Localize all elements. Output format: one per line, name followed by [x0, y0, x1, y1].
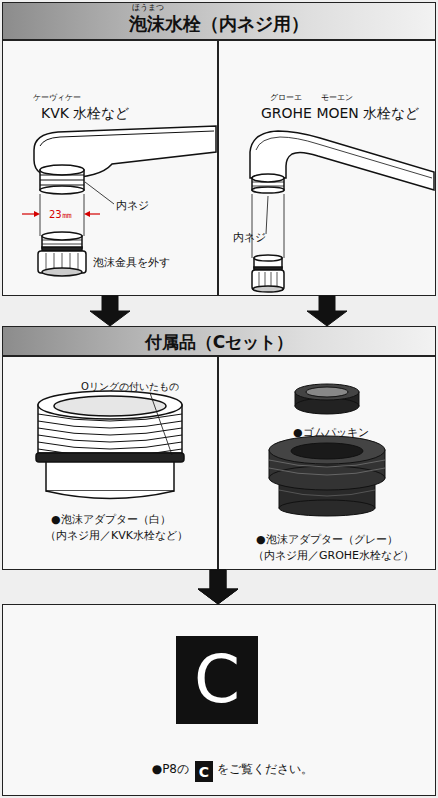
part-label: 内ネジ: [233, 231, 266, 244]
guide-line: [40, 194, 84, 236]
inner-thread: [40, 186, 84, 194]
adapter-top: [269, 436, 385, 464]
section-header-band: ほうまつ泡沫水栓（内ネジ用）: [2, 2, 436, 40]
adapter-panel: ●ゴムパッキン ●泡沫アダプター（グレー） （内ネジ用／GROHE水栓など）: [218, 356, 436, 570]
aerator: [42, 236, 82, 248]
block-arrow: [198, 570, 238, 604]
dimension-arrow: [34, 211, 40, 217]
aerator-ridges: [46, 253, 78, 271]
white-adapter: [36, 391, 184, 499]
dimension-label: 23㎜: [49, 209, 72, 221]
dimension: [22, 211, 100, 217]
block-arrow: [90, 296, 130, 326]
part-usage: （内ネジ用／KVK水栓など）: [45, 529, 188, 542]
adapter-base: [279, 478, 375, 508]
block-arrow: [307, 296, 347, 326]
reference-note: ●P8の: [152, 762, 189, 776]
spout-edge: [40, 131, 214, 146]
instruction-note: 泡沫金具を外す: [93, 256, 170, 269]
section-title: 付属品（Cセット）: [3, 332, 435, 352]
adapter-base: [46, 461, 174, 491]
packing-body: [295, 398, 359, 414]
inner-thread: [252, 174, 284, 182]
leader-line: [85, 182, 114, 204]
aerator-mesh: [253, 286, 283, 292]
guide-line: [252, 194, 284, 258]
set-letter-box: C: [176, 636, 258, 724]
adapter-rings: [279, 490, 375, 496]
reference-note: をご覧ください。: [217, 762, 313, 776]
result-panel: ●P8の をご覧ください。 C C: [2, 604, 436, 796]
part-name: ●泡沫アダプター（白）: [51, 513, 171, 526]
o-ring: [36, 453, 184, 462]
aerator: [254, 258, 282, 268]
packing-body: [295, 392, 359, 406]
thread-lines: [42, 240, 82, 244]
adapter-bore: [54, 396, 166, 416]
o-ring: [42, 247, 82, 251]
set-letter: C: [195, 761, 213, 782]
part-usage: （内ネジ用／GROHE水栓など）: [253, 549, 414, 562]
kvk-faucet: [34, 126, 216, 276]
leader-line: [150, 393, 172, 455]
part-note: Oリングの付いたもの: [81, 381, 179, 393]
aerator: [254, 255, 282, 261]
set-letter-badge: C: [195, 761, 213, 782]
part-name: ●泡沫アダプター（グレー）: [256, 533, 398, 546]
adapter-thread: [38, 405, 182, 453]
packing-hole: [306, 387, 348, 397]
grohe-faucet: [250, 131, 434, 292]
brand-label: KVK 水栓など: [41, 105, 129, 122]
aerator-mesh: [42, 268, 82, 276]
section-title: 泡沫水栓（内ネジ用）: [3, 13, 435, 35]
faucet-panel: グローエ モーエン GROHE MOEN 水栓など内ネジ: [218, 40, 436, 296]
adapter-top: [38, 391, 182, 419]
adapter-base: [279, 500, 375, 516]
inner-thread: [40, 165, 84, 175]
adapter-rings: [269, 460, 385, 475]
brand-label: GROHE MOEN 水栓など: [261, 105, 419, 122]
dimension-line: [88, 213, 100, 214]
adapter-base: [46, 491, 174, 499]
faucet-spout: [250, 131, 434, 190]
inner-thread: [40, 170, 84, 190]
adapter-body: [269, 466, 385, 490]
section-header-band: 付属品（Cセット）: [2, 326, 436, 356]
faucet-spout: [34, 126, 216, 178]
thread-lines: [252, 182, 284, 186]
inner-thread: [252, 187, 284, 193]
faucet-panel: ケーヴィケー KVK 水栓など内ネジ 23㎜泡沫金具を外す: [2, 40, 218, 296]
dimension-line: [22, 213, 36, 214]
furigana: モーエン: [321, 93, 353, 103]
furigana: ほうまつ: [132, 3, 164, 13]
block-arrow: [198, 570, 238, 604]
inner-thread: [252, 178, 284, 190]
thread-lines: [40, 175, 84, 185]
adapter-bore: [291, 443, 363, 459]
aerator: [42, 232, 82, 240]
thread-lines: [38, 414, 182, 456]
packing-top: [295, 384, 359, 400]
spout-edge: [256, 137, 432, 178]
dimension-arrow: [84, 211, 90, 217]
leader-line: [266, 196, 268, 234]
aerator: [38, 251, 86, 273]
furigana: グローエ: [270, 93, 302, 103]
part-name: ●ゴムパッキン: [293, 426, 369, 439]
adapter-body: [269, 450, 385, 478]
aerator-ridges: [259, 272, 277, 288]
aerator: [252, 270, 284, 290]
adapter-panel: Oリングの付いたもの ●泡沫アダプター（白） （内ネジ用／KVK水栓など）: [2, 356, 218, 570]
o-ring: [254, 267, 282, 270]
rubber-packing: [295, 384, 359, 414]
gray-adapter: [269, 436, 385, 516]
furigana: ケーヴィケー: [33, 93, 81, 103]
part-label: 内ネジ: [116, 199, 149, 212]
set-letter: C: [176, 636, 258, 724]
